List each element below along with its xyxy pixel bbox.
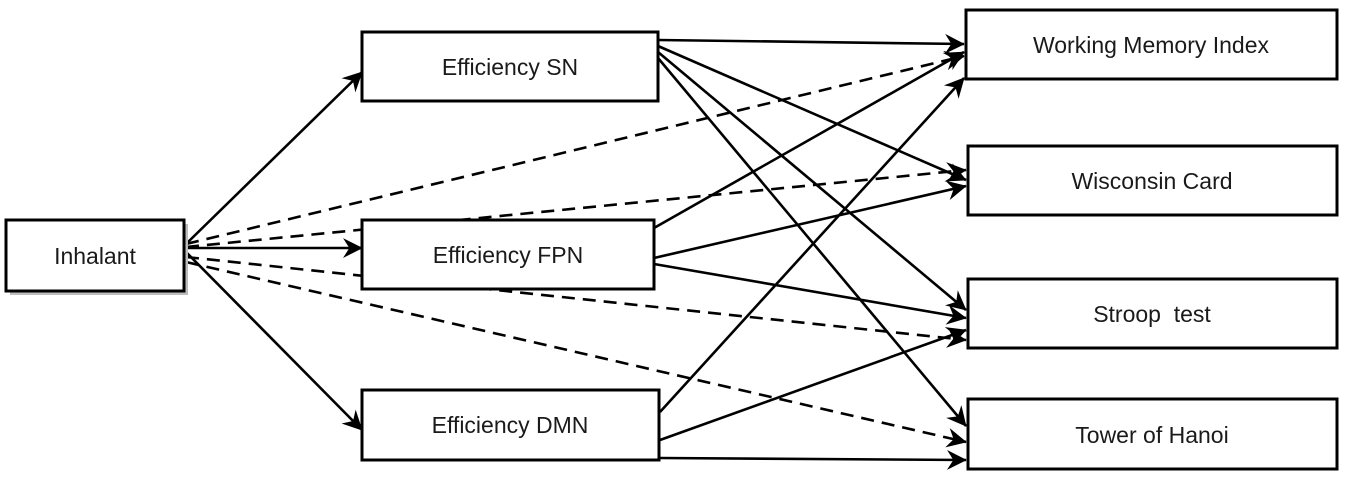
edge-dmn-to-wmi — [659, 77, 965, 413]
node-efficiency-dmn: Efficiency DMN — [360, 388, 661, 462]
edges — [185, 33, 967, 470]
edge-sn-to-wcst — [657, 44, 967, 182]
node-stroop-test-label: Stroop test — [1093, 301, 1211, 327]
edge-inhalant-to-sn — [185, 71, 363, 245]
node-stroop-test: Stroop test — [966, 277, 1339, 350]
edge-fpn-to-wmi — [653, 50, 965, 230]
edge-dmn-to-stroop — [659, 327, 967, 442]
node-tower-of-hanoi-label: Tower of Hanoi — [1075, 422, 1228, 448]
edge-sn-to-stroop — [657, 51, 967, 311]
node-efficiency-sn: Efficiency SN — [360, 30, 660, 103]
node-working-memory-index-label: Working Memory Index — [1033, 32, 1270, 58]
node-wisconsin-card-label: Wisconsin Card — [1071, 168, 1232, 194]
node-efficiency-fpn-label: Efficiency FPN — [433, 242, 583, 268]
node-inhalant-label: Inhalant — [54, 243, 136, 269]
edge-fpn-to-wcst — [653, 180, 967, 260]
node-wisconsin-card: Wisconsin Card — [966, 144, 1339, 217]
node-tower-of-hanoi: Tower of Hanoi — [966, 397, 1339, 471]
edge-inhalant-to-wcst — [185, 162, 967, 249]
node-efficiency-fpn: Efficiency FPN — [360, 218, 656, 291]
node-working-memory-index: Working Memory Index — [964, 8, 1339, 81]
edge-inhalant-to-wmi — [185, 50, 965, 246]
edge-inhalant-to-hanoi — [185, 260, 967, 448]
edge-inhalant-to-stroop — [185, 255, 967, 348]
edge-dmn-to-hanoi — [659, 450, 967, 470]
node-efficiency-sn-label: Efficiency SN — [442, 54, 578, 80]
edge-fpn-to-stroop — [653, 262, 967, 325]
node-inhalant: Inhalant — [4, 218, 188, 295]
edge-sn-to-wmi — [657, 33, 965, 54]
edge-inhalant-to-dmn — [185, 251, 363, 431]
edge-sn-to-hanoi — [657, 57, 967, 427]
node-efficiency-dmn-label: Efficiency DMN — [432, 412, 589, 438]
